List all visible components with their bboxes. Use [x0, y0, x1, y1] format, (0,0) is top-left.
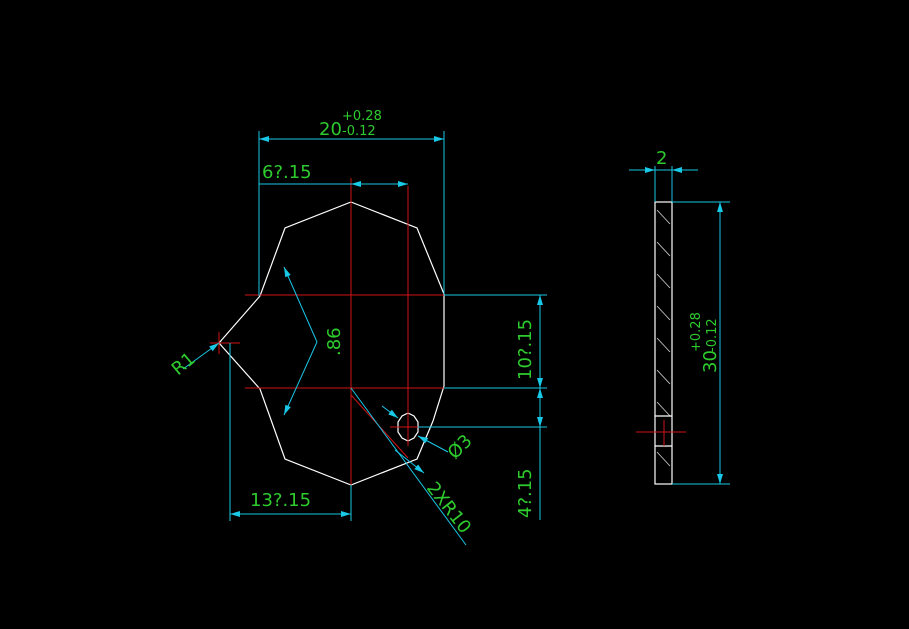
side-view: 2 30 +0.28 -0.12 — [629, 148, 730, 485]
dim-diagonal: .86 — [283, 266, 345, 416]
front-view: 20 +0.28 -0.12 6?.15 .86 R1 — [168, 109, 547, 546]
dim-overall-width: 20 +0.28 -0.12 — [258, 109, 445, 296]
dim-offset-width-label: 6?.15 — [262, 162, 312, 183]
dim-bottom-offset-label: 4?.15 — [515, 468, 536, 518]
dim-thickness-label: 2 — [656, 148, 667, 169]
dim-bottom-width: 13?.15 — [229, 343, 352, 521]
dim-thickness: 2 — [629, 148, 698, 202]
dim-overall-width-nominal: 20 — [319, 119, 342, 140]
dim-vertical-chain: 10?.15 4?.15 — [418, 294, 547, 520]
center-lines — [210, 178, 456, 500]
dim-hole-dia: Ø3 — [381, 405, 477, 464]
dim-diagonal-label: .86 — [324, 327, 345, 356]
dim-vertical-span-label: 10?.15 — [515, 319, 536, 380]
section-hatch — [656, 209, 671, 467]
dim-bottom-width-label: 13?.15 — [250, 490, 311, 511]
dim-corner-radius: 2XR10 — [350, 387, 475, 546]
side-profile — [654, 201, 673, 485]
dim-radius-small: R1 — [168, 342, 220, 380]
dim-height-lower: -0.12 — [705, 318, 720, 352]
dim-corner-radius-label: 2XR10 — [422, 478, 475, 538]
dim-height-nominal: 30 — [700, 350, 721, 373]
dim-hole-dia-label: Ø3 — [444, 431, 477, 464]
dim-radius-small-label: R1 — [168, 348, 200, 379]
dim-height-upper: +0.28 — [689, 312, 704, 352]
dim-height: 30 +0.28 -0.12 — [672, 201, 730, 485]
dim-overall-width-lower: -0.12 — [342, 124, 376, 139]
dim-overall-width-upper: +0.28 — [342, 109, 382, 124]
dim-offset-width: 6?.15 — [259, 162, 408, 187]
